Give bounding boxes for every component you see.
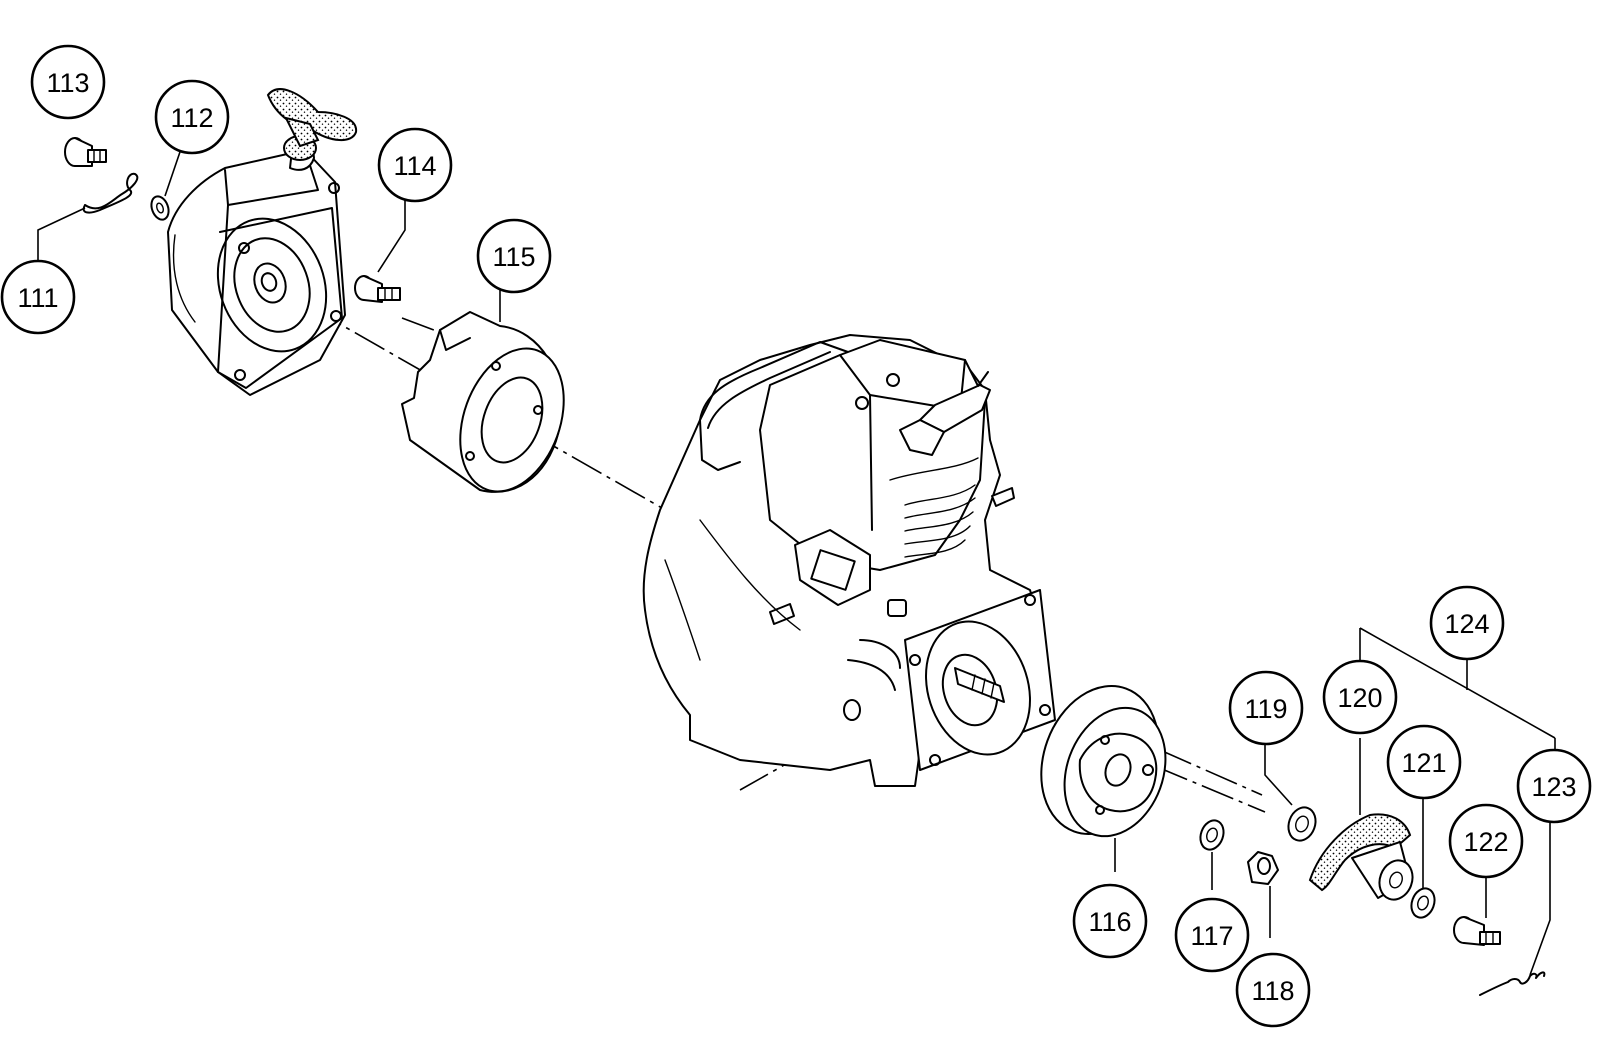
callout-122: 122 (1448, 803, 1524, 879)
callout-117-label: 117 (1190, 921, 1233, 951)
part-119-washer (1264, 740, 1317, 842)
callout-117: 117 (1174, 897, 1250, 973)
callout-113: 113 (30, 44, 106, 120)
part-123-spring (1479, 810, 1551, 996)
part-114-bolt (354, 190, 406, 303)
callout-121-label: 121 (1401, 748, 1446, 778)
callout-119: 119 (1228, 670, 1304, 746)
recoil-starter-housing (167, 88, 358, 396)
callout-113-label: 113 (46, 68, 89, 98)
callout-121: 121 (1386, 724, 1462, 800)
part-116-clutch (1040, 685, 1167, 872)
part-117-washer (1199, 819, 1225, 890)
part-122-bolt (1453, 870, 1501, 946)
callout-118: 118 (1235, 952, 1311, 1028)
callout-116: 116 (1072, 883, 1148, 959)
callout-124-label: 124 (1444, 609, 1489, 639)
callout-123-label: 123 (1531, 772, 1576, 802)
callout-123: 123 (1516, 748, 1592, 824)
part-113-screw (64, 137, 107, 167)
callout-111-label: 111 (17, 283, 58, 313)
part-111-spring-clip (37, 172, 139, 262)
part-120-clutch-shoe (1308, 738, 1414, 901)
part-112-washer (150, 145, 183, 221)
callout-118-label: 118 (1251, 976, 1294, 1006)
callout-112: 112 (154, 79, 230, 155)
callout-115: 115 (476, 218, 552, 294)
callout-111: 111 (0, 259, 76, 335)
part-115-starter-pulley (401, 286, 565, 493)
callout-122-label: 122 (1463, 827, 1508, 857)
part-121-washer (1410, 790, 1436, 919)
callout-116-label: 116 (1088, 907, 1131, 937)
callout-119-label: 119 (1244, 694, 1287, 724)
part-118-nut (1247, 851, 1279, 938)
callout-120: 120 (1322, 659, 1398, 735)
engine-block (642, 334, 1056, 787)
callout-124: 124 (1429, 585, 1505, 661)
callout-115-label: 115 (492, 242, 535, 272)
callout-114-label: 114 (393, 151, 436, 181)
callout-112-label: 112 (170, 103, 213, 133)
callout-120-label: 120 (1337, 683, 1382, 713)
callout-114: 114 (377, 127, 453, 203)
